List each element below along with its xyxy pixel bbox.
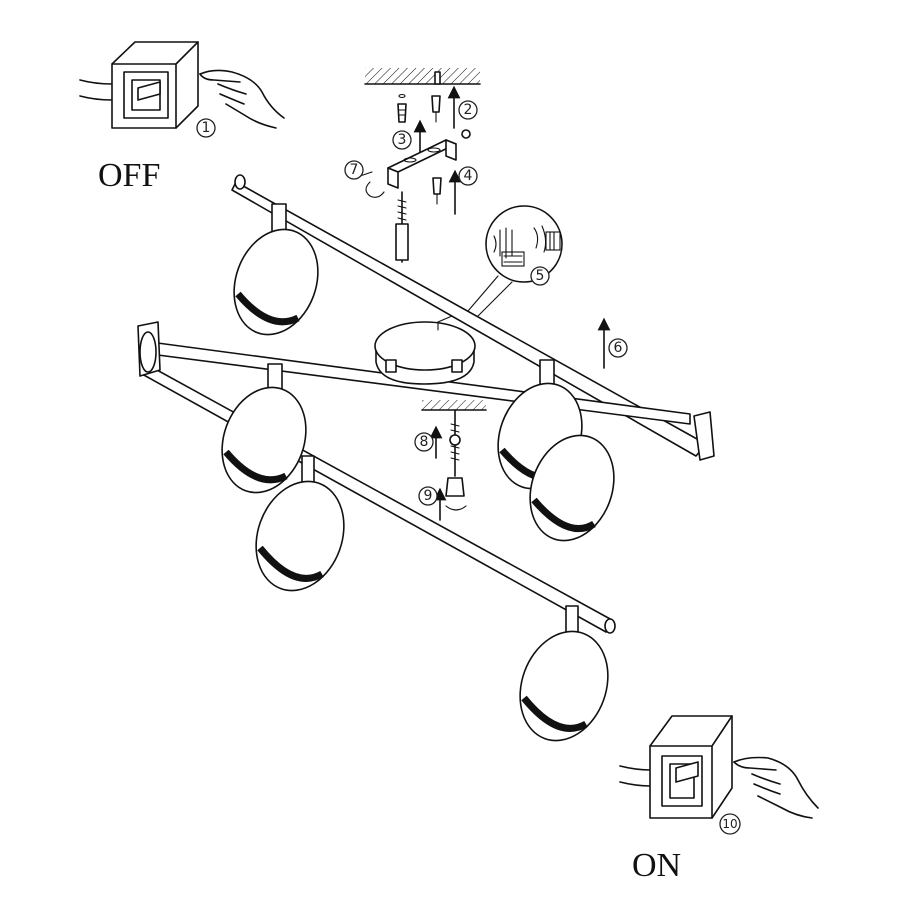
spotlight-5 xyxy=(529,434,615,542)
svg-text:5: 5 xyxy=(536,268,545,284)
svg-text:10: 10 xyxy=(722,817,737,831)
step-2: 2 xyxy=(458,100,478,120)
svg-text:3: 3 xyxy=(398,132,407,148)
step-5: 5 xyxy=(530,266,550,286)
spotlight-1 xyxy=(233,203,319,336)
svg-text:6: 6 xyxy=(614,340,623,356)
spotlight-3 xyxy=(255,455,345,592)
rotation-arrow-icon xyxy=(359,171,385,198)
mounting-bracket-icon xyxy=(387,139,457,189)
step-7: 7 xyxy=(344,160,364,180)
wall-switch-on-icon xyxy=(619,715,733,819)
svg-text:8: 8 xyxy=(420,434,429,450)
ceiling-top xyxy=(364,68,481,85)
svg-text:2: 2 xyxy=(464,102,473,118)
wall-switch-off-icon xyxy=(79,41,199,129)
hook-screw-icon xyxy=(445,409,467,511)
svg-text:4: 4 xyxy=(464,168,473,184)
screw-icon xyxy=(431,95,441,123)
step-9: 9 xyxy=(418,486,438,506)
svg-text:7: 7 xyxy=(350,162,359,178)
svg-text:1: 1 xyxy=(202,120,211,136)
threaded-rod-icon xyxy=(395,191,409,263)
step-3: 3 xyxy=(392,130,412,150)
nut-icon xyxy=(461,129,471,139)
step-6: 6 xyxy=(608,338,628,358)
step-10: 10 xyxy=(719,813,741,835)
step-4: 4 xyxy=(458,166,478,186)
step-1: 1 xyxy=(196,118,216,138)
spotlight-2 xyxy=(221,363,307,494)
svg-text:9: 9 xyxy=(424,488,433,504)
hand-pointing-icon xyxy=(199,69,285,129)
spotlight-bar-top xyxy=(231,174,715,461)
ceiling-canopy xyxy=(374,315,476,385)
spotlight-6 xyxy=(519,605,609,742)
wiring-detail-bubble xyxy=(461,205,563,323)
wall-plug-anchor-icon xyxy=(397,93,407,123)
screw-icon-2 xyxy=(432,177,442,205)
ceiling-detail-lower xyxy=(421,400,487,411)
on-label: ON xyxy=(632,847,681,884)
off-label: OFF xyxy=(98,157,160,194)
step-8: 8 xyxy=(414,432,434,452)
hand-pointing-icon-2 xyxy=(733,756,819,819)
